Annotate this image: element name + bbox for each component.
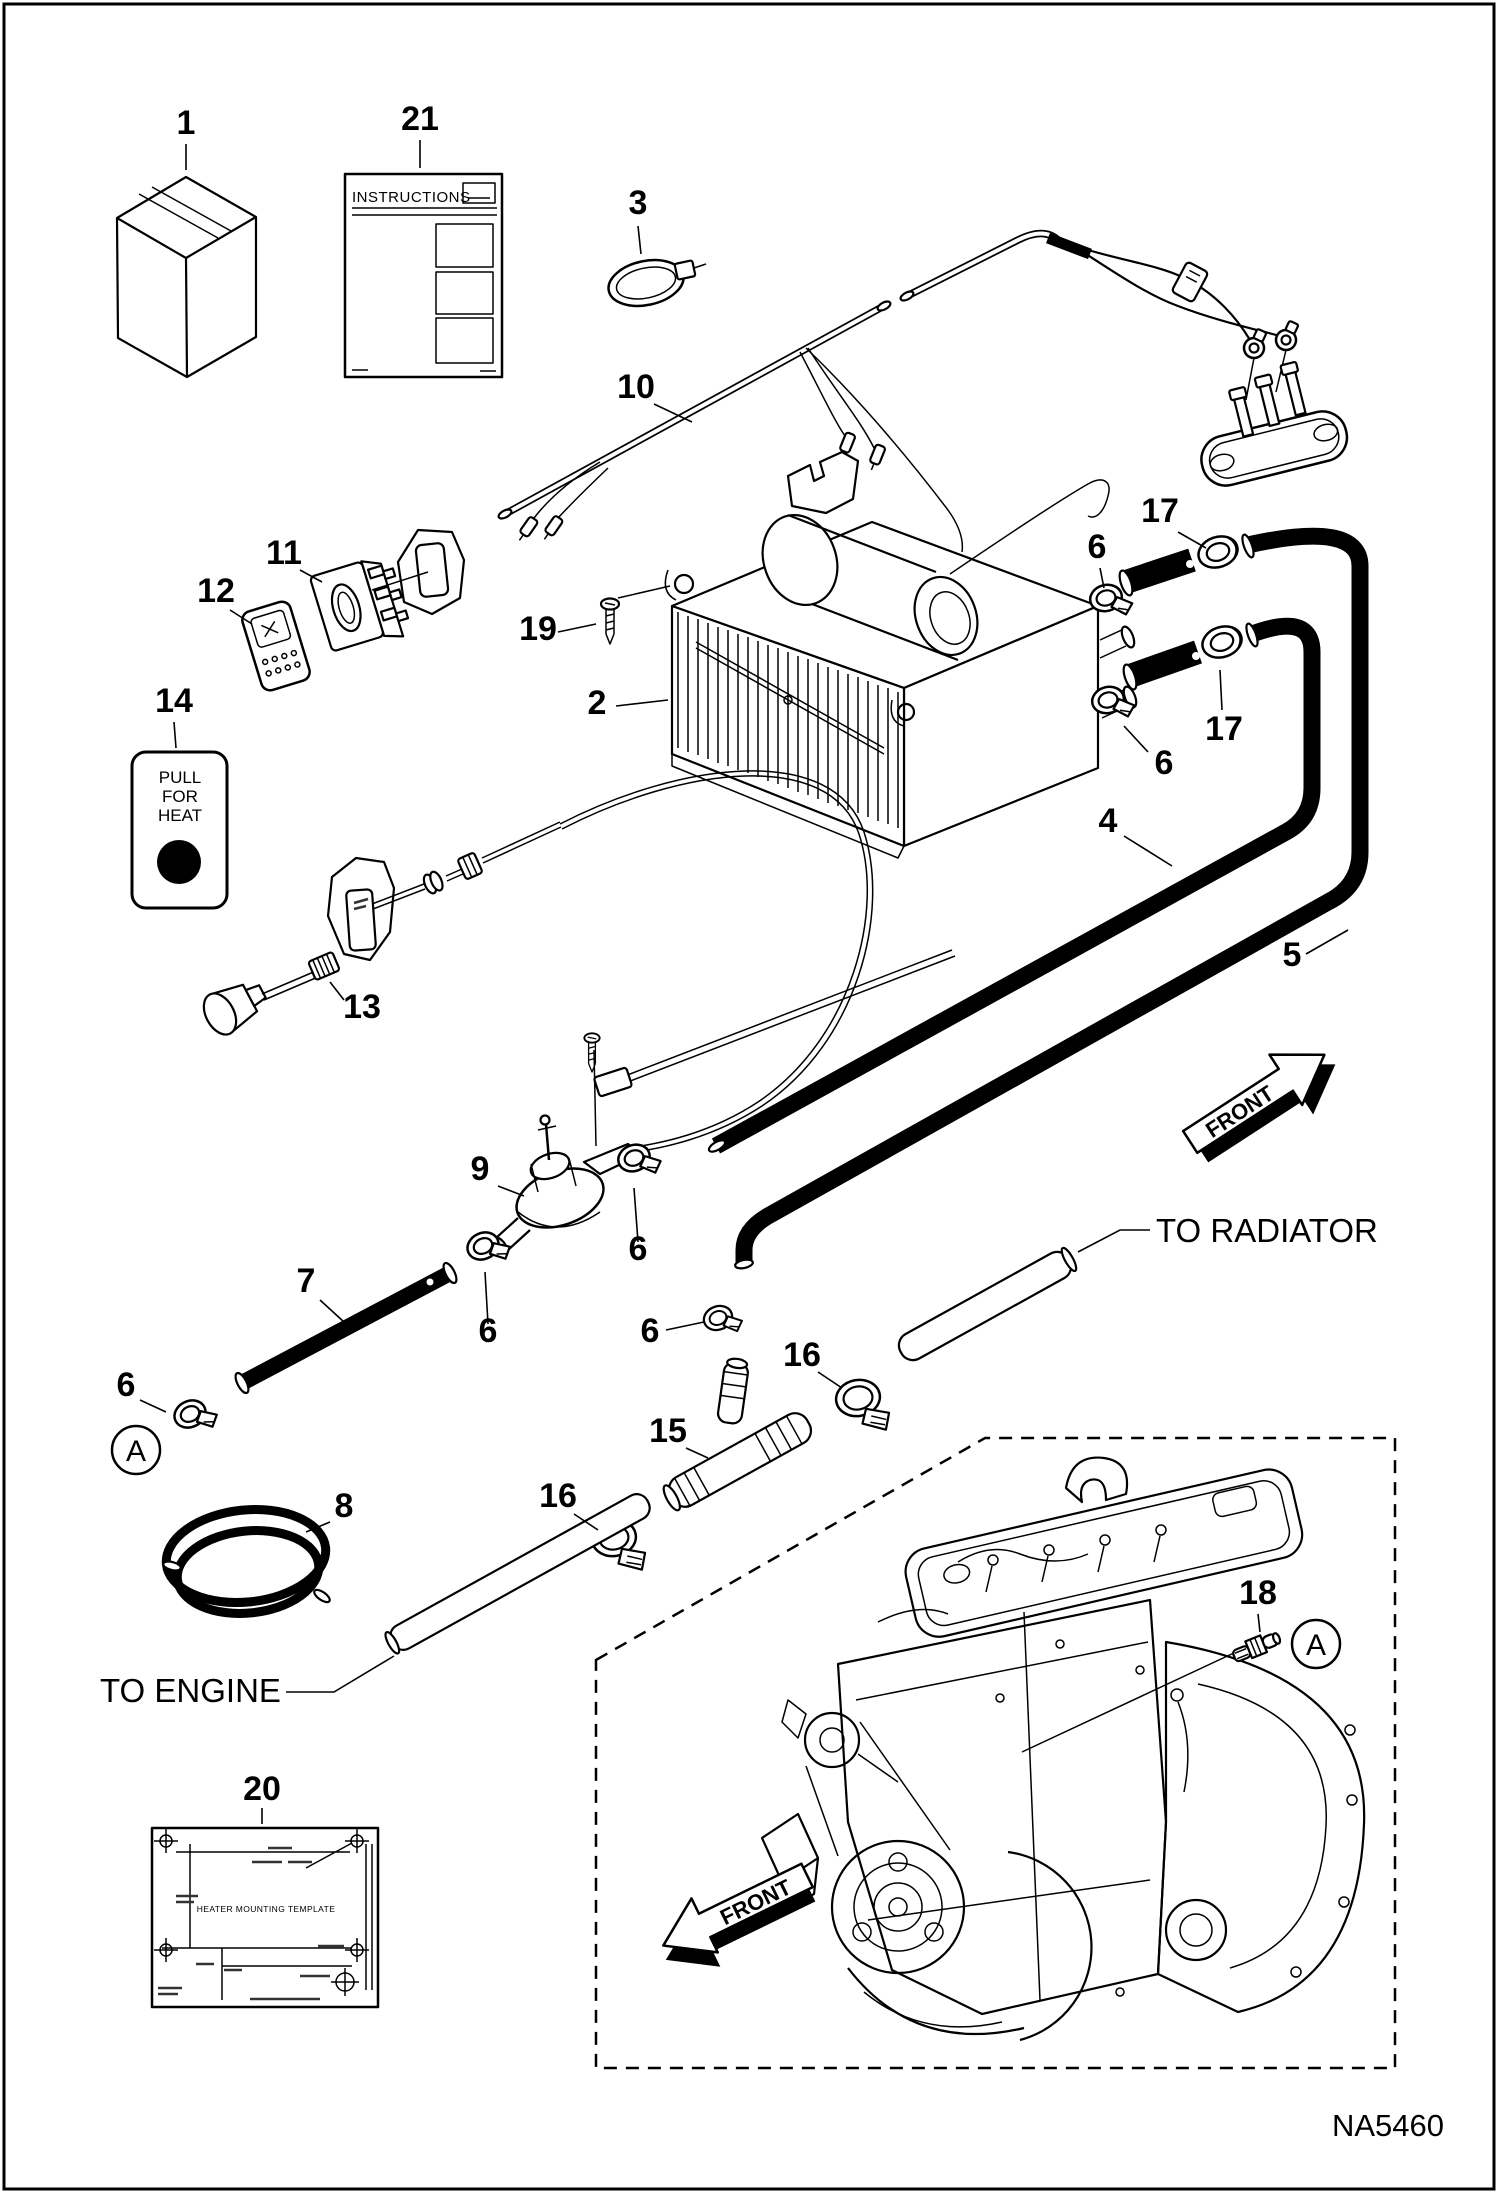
callout-8: 8 (335, 1487, 354, 1525)
callout-7: 7 (297, 1262, 316, 1300)
part-17-grommet-lower (1196, 620, 1248, 664)
decal-line-1: PULL (159, 768, 202, 787)
svg-text:A: A (1306, 1629, 1326, 1662)
radiator-tube (897, 1246, 1078, 1362)
callout-10: 10 (617, 368, 655, 406)
part-21-instructions-sheet: INSTRUCTIONS (343, 172, 504, 379)
part-6-clamp-valve (613, 1136, 665, 1185)
callout-2: 2 (588, 684, 607, 722)
part-6-clamp-detail-a (168, 1390, 222, 1442)
detail-a-marker-left: A (110, 1424, 162, 1476)
callout-6-tee: 6 (641, 1312, 660, 1350)
callout-17-lower: 17 (1205, 710, 1243, 748)
instructions-title: INSTRUCTIONS (352, 189, 471, 206)
part-19-screw (599, 585, 671, 646)
part-6-clamp-hose7-upper (461, 1222, 515, 1274)
part-20-mounting-template: HEATER MOUNTING TEMPLATE (150, 1826, 380, 2009)
callout-18: 18 (1239, 1574, 1277, 1612)
part-1-kit-box (115, 175, 258, 379)
drawing-number: NA5460 (1332, 2108, 1444, 2143)
callout-6-valve: 6 (629, 1230, 648, 1268)
callout-14: 14 (155, 682, 193, 720)
svg-text:A: A (126, 1435, 146, 1468)
front-arrow-upper: FRONT (1181, 1053, 1336, 1163)
callout-16-radiator: 16 (783, 1336, 821, 1374)
part-12-rocker-cover (241, 600, 311, 692)
callout-1: 1 (177, 104, 196, 142)
callout-17-upper: 17 (1141, 492, 1179, 530)
to-engine-label: TO ENGINE (100, 1672, 281, 1709)
part-8-coiled-hose (161, 1504, 331, 1618)
to-engine-leader (286, 1655, 395, 1693)
engine-illustration (760, 1456, 1366, 2042)
callout-21: 21 (401, 100, 439, 138)
part-18-leader-line (1021, 1651, 1237, 1753)
part-14-decal: PULL FOR HEAT (130, 750, 229, 910)
callout-4: 4 (1099, 802, 1118, 840)
template-title: HEATER MOUNTING TEMPLATE (197, 1904, 336, 1914)
callout-labels: 1 21 3 10 11 12 14 19 2 6 17 17 6 4 5 13… (117, 100, 1302, 1808)
callout-12: 12 (197, 572, 235, 610)
part-10-wire-harness (497, 229, 1349, 553)
part-6-clamp-tee (699, 1298, 746, 1342)
callout-13: 13 (343, 988, 381, 1026)
callout-20: 20 (243, 1770, 281, 1808)
part-3-cable-tie (607, 258, 707, 308)
callout-19: 19 (519, 610, 557, 648)
callout-15: 15 (649, 1412, 687, 1450)
part-16-clamp-radiator (831, 1374, 894, 1439)
to-radiator-leader (1077, 1229, 1150, 1253)
terminal-block (1200, 360, 1349, 487)
front-arrow-lower: FRONT (662, 1862, 816, 1967)
decal-knob-dot (157, 840, 201, 884)
part-17-grommet-upper (1192, 530, 1244, 574)
decal-line-3: HEAT (158, 806, 202, 825)
engine-tube (384, 1493, 651, 1655)
part-11-switch (309, 528, 466, 652)
callout-leader-lines (139, 140, 1349, 1824)
callout-16-engine: 16 (539, 1477, 577, 1515)
part-18-fitting (1232, 1632, 1282, 1663)
callout-5: 5 (1283, 936, 1302, 974)
callout-9: 9 (471, 1150, 490, 1188)
part-13-control-cable (202, 770, 874, 1155)
part-7-hose (234, 1261, 458, 1395)
part-4-and-5-heater-hoses (707, 527, 1369, 1270)
heater-stub-hoses (1085, 530, 1248, 726)
callout-6-heater-lower: 6 (1155, 744, 1174, 782)
callout-6-detail-a: 6 (117, 1366, 136, 1404)
callout-6-heater-upper: 6 (1088, 528, 1107, 566)
detail-a-marker-right: A (1290, 1618, 1342, 1670)
part-9-water-valve (489, 949, 956, 1257)
harness-connector (1171, 261, 1209, 303)
part-15-tee-fitting (662, 1298, 813, 1512)
part-2-heater-assembly (664, 450, 1138, 859)
decal-line-2: FOR (162, 787, 198, 806)
template-crosshairs (154, 1829, 369, 1996)
callout-3: 3 (629, 184, 648, 222)
callout-6-hose7: 6 (479, 1312, 498, 1350)
engine-detail-box (594, 1436, 1397, 2070)
callout-11: 11 (266, 534, 302, 572)
to-radiator-label: TO RADIATOR (1156, 1212, 1378, 1249)
